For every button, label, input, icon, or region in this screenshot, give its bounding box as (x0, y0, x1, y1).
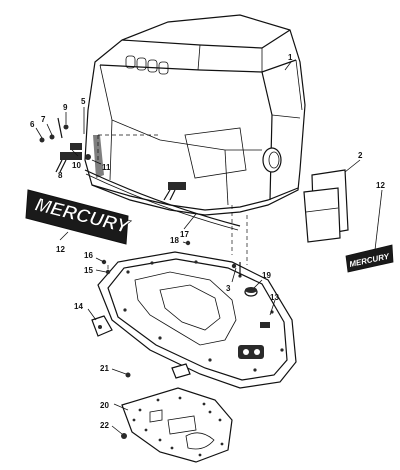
callout-3: 3 (226, 284, 231, 293)
callout-8: 8 (58, 171, 63, 180)
callout-21: 21 (100, 364, 109, 373)
leader-lines (35, 61, 383, 435)
callout-1: 1 (288, 53, 293, 62)
screw-18 (185, 240, 191, 246)
mounting-bracket (91, 315, 113, 337)
mounting-plate (121, 387, 233, 463)
callout-labels: 1 2 3 5 6 7 8 9 10 11 12 12 13 14 15 16 … (30, 53, 385, 430)
nut-22 (121, 433, 127, 439)
bottom-cowl-tray (97, 251, 297, 389)
callout-10: 10 (72, 161, 81, 170)
plug (244, 287, 258, 297)
rear-latch-assembly (55, 143, 91, 173)
screw-21 (125, 372, 131, 378)
callout-9: 9 (63, 103, 68, 112)
callout-2: 2 (358, 151, 363, 160)
callout-22: 22 (100, 421, 109, 430)
plate-holes (132, 396, 224, 457)
callout-11: 11 (102, 163, 111, 172)
seal-strip (84, 169, 241, 227)
callout-14: 14 (74, 302, 83, 311)
lower-bracket (171, 363, 191, 379)
front-latch-assembly (163, 182, 186, 201)
screws-3-5 (231, 262, 241, 276)
callout-18: 18 (170, 236, 179, 245)
callout-12-right: 12 (376, 181, 385, 190)
callout-17: 17 (180, 230, 189, 239)
small-mercury-decal: MERCURY (345, 244, 394, 273)
callout-7: 7 (41, 115, 46, 124)
callout-13: 13 (270, 293, 279, 302)
cowl-vent-slots (125, 55, 169, 75)
large-mercury-decal: MERCURY (25, 189, 133, 245)
callout-19: 19 (262, 271, 271, 280)
callout-6: 6 (30, 120, 35, 129)
top-cowl (84, 14, 306, 216)
callout-16: 16 (84, 251, 93, 260)
callout-5a: 5 (81, 97, 86, 106)
fasteners-left (39, 117, 69, 143)
callout-20: 20 (100, 401, 109, 410)
rim-bolts (123, 260, 284, 372)
callout-12-left: 12 (56, 245, 65, 254)
side-pad (303, 169, 349, 243)
callout-15: 15 (84, 266, 93, 275)
